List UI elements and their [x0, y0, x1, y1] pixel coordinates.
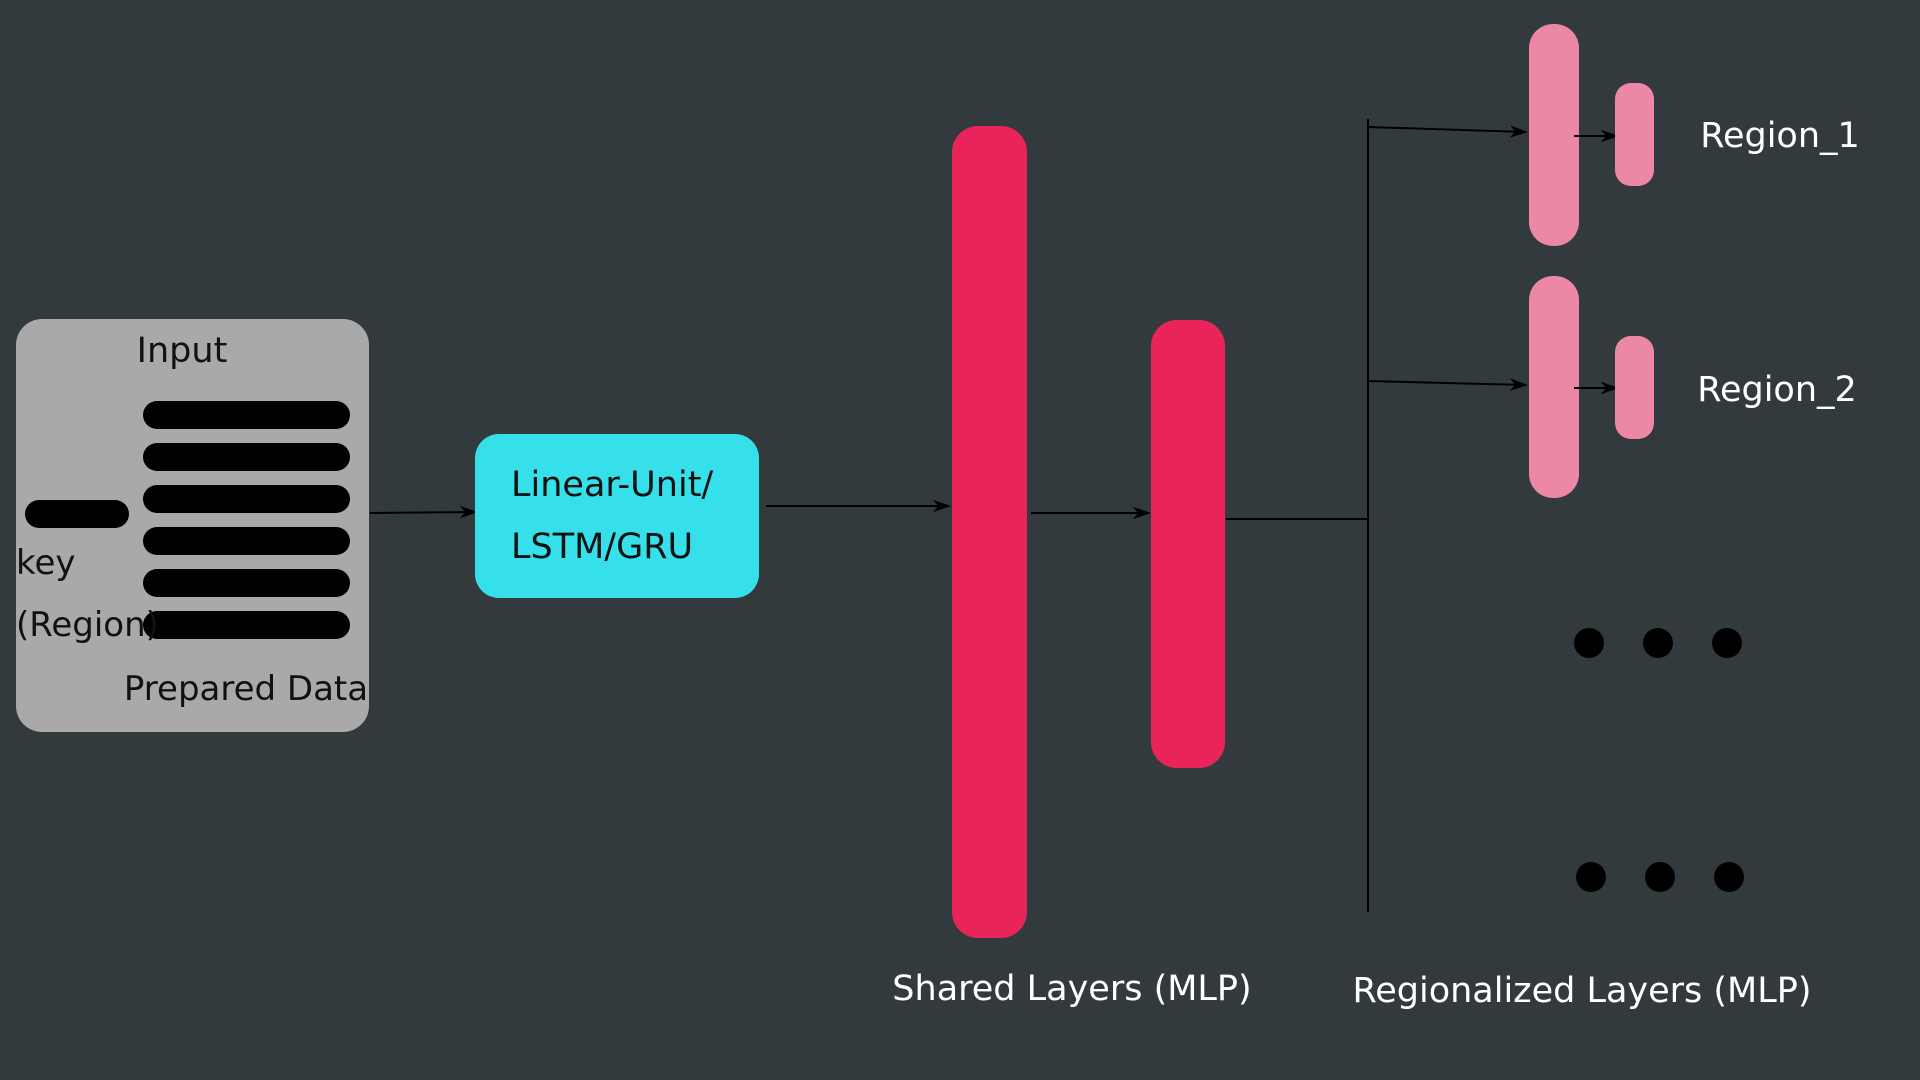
- data-bar: [143, 485, 350, 513]
- input-block: Input key (Region) Prepared Data: [16, 319, 369, 732]
- ellipsis-dot: [1576, 862, 1606, 892]
- ellipsis-dot: [1714, 862, 1744, 892]
- ellipsis-dot: [1574, 628, 1604, 658]
- region1-layer-1: [1529, 24, 1579, 246]
- region2-layer-2: [1615, 336, 1654, 439]
- encoder-block: Linear-Unit/ LSTM/GRU: [475, 434, 759, 598]
- encoder-line2: LSTM/GRU: [511, 527, 693, 567]
- region-branch-1: Region_1: [1367, 24, 1860, 246]
- shared-caption: Shared Layers (MLP): [892, 969, 1251, 1009]
- prepared-data-label: Prepared Data: [124, 669, 368, 709]
- shared-layers: Shared Layers (MLP): [892, 126, 1252, 1009]
- ellipsis-row-1: [1574, 628, 1742, 658]
- data-bar: [143, 569, 350, 597]
- data-bar: [143, 401, 350, 429]
- data-bar: [143, 611, 350, 639]
- region-branch-2: Region_2: [1367, 276, 1857, 498]
- arrow-input-to-encoder: [369, 505, 478, 519]
- ellipsis-dot: [1712, 628, 1742, 658]
- ellipsis-dot: [1645, 862, 1675, 892]
- region2-layer-1: [1529, 276, 1579, 498]
- encoder-box: [475, 434, 759, 598]
- key-label: key: [16, 543, 76, 583]
- region2-label: Region_2: [1697, 370, 1857, 410]
- input-title: Input: [137, 331, 228, 371]
- arrow-bus-to-region2: [1367, 378, 1528, 391]
- data-bar: [143, 527, 350, 555]
- region1-label: Region_1: [1700, 116, 1860, 156]
- encoder-line1: Linear-Unit/: [511, 465, 713, 505]
- shared-layer-2: [1151, 320, 1225, 768]
- ellipsis-row-2: [1576, 862, 1744, 892]
- region-key-label: (Region): [16, 605, 159, 645]
- shared-layer-1: [952, 126, 1027, 938]
- ellipsis-dot: [1643, 628, 1673, 658]
- arrow-bus-to-region1: [1367, 125, 1528, 138]
- key-bar: [25, 500, 129, 528]
- region1-layer-2: [1615, 83, 1654, 186]
- data-bar: [143, 443, 350, 471]
- regional-caption: Regionalized Layers (MLP): [1352, 971, 1811, 1011]
